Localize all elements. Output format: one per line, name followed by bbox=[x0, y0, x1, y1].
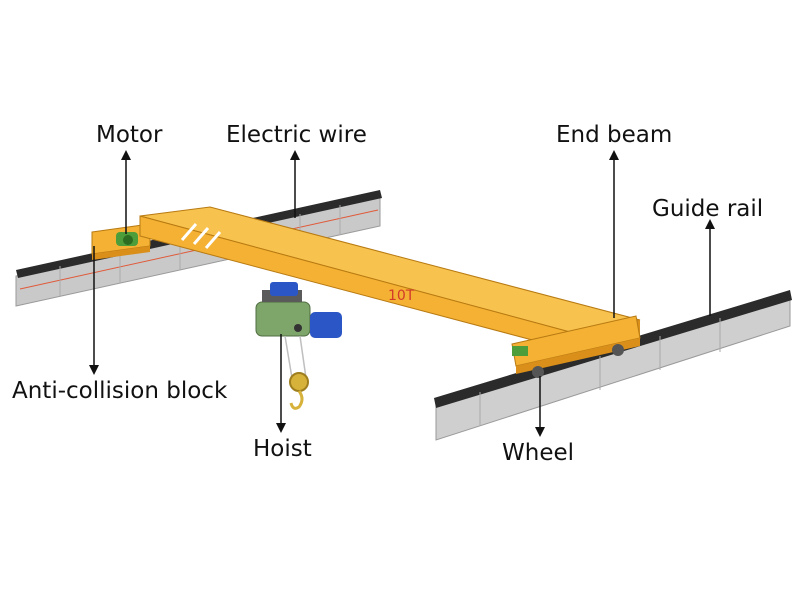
label-guide-rail: Guide rail bbox=[652, 196, 764, 222]
motor-unit bbox=[116, 232, 138, 246]
label-hoist: Hoist bbox=[253, 436, 312, 462]
label-anti-collision-block: Anti-collision block bbox=[12, 378, 228, 404]
hoist-unit bbox=[255, 282, 342, 410]
beam-marking: 10T bbox=[388, 288, 415, 304]
main-girder: 10T bbox=[139, 206, 641, 351]
right-end-beam bbox=[511, 315, 641, 374]
label-end-beam: End beam bbox=[556, 122, 673, 148]
label-motor: Motor bbox=[96, 122, 163, 148]
label-electric-wire: Electric wire bbox=[226, 122, 367, 148]
annotation-arrows bbox=[89, 150, 715, 437]
wheel bbox=[532, 344, 624, 378]
label-wheel: Wheel bbox=[502, 440, 575, 466]
